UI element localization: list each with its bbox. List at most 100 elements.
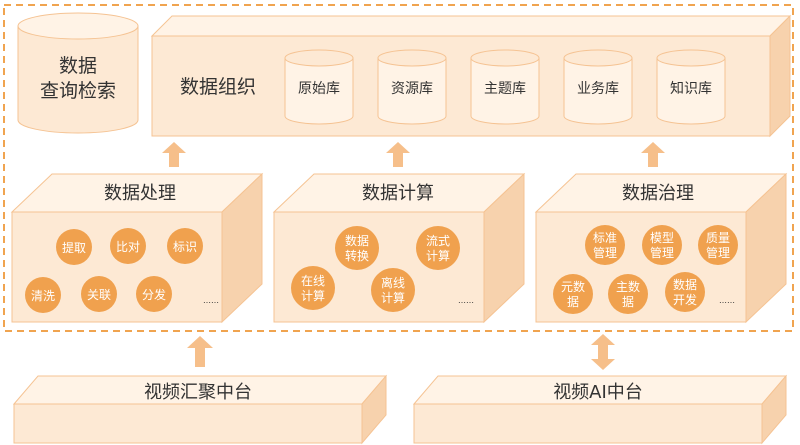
bubble-label-l2: 据 bbox=[567, 295, 579, 309]
processing-title: 数据处理 bbox=[104, 183, 176, 204]
bubble-label: 清洗 bbox=[31, 289, 55, 303]
bubble-circle bbox=[585, 225, 625, 265]
store-label: 业务库 bbox=[577, 81, 619, 97]
gov-bubble-development[interactable]: 数据 开发 bbox=[665, 272, 705, 312]
org-title: 数据组织 bbox=[180, 76, 256, 98]
bubble-label-l2: 开发 bbox=[673, 292, 697, 307]
bubble-label: 关联 bbox=[87, 288, 111, 302]
bubble-label-l1: 质量 bbox=[706, 231, 730, 245]
video-ai-label: 视频AI中台 bbox=[553, 382, 643, 403]
bubble-label-l2: 管理 bbox=[650, 245, 674, 260]
proc-bubble-associate[interactable]: 关联 bbox=[81, 276, 117, 312]
cylinder-body bbox=[17, 25, 139, 134]
computing-title: 数据计算 bbox=[362, 183, 434, 204]
store-body bbox=[656, 57, 726, 125]
bubble-circle bbox=[416, 226, 460, 270]
store-label: 资源库 bbox=[391, 81, 433, 97]
gov-bubble-standard[interactable]: 标准 管理 bbox=[585, 225, 625, 265]
bubble-circle bbox=[553, 274, 593, 314]
arrow-head-up bbox=[591, 334, 615, 345]
gov-bubble-metadata[interactable]: 元数 据 bbox=[553, 274, 593, 314]
bubble-label-l1: 标准 bbox=[593, 231, 617, 245]
comp-bubble-streaming[interactable]: 流式 计算 bbox=[416, 226, 460, 270]
comp-bubble-online[interactable]: 在线 计算 bbox=[291, 266, 335, 310]
bubble-label-l1: 离线 bbox=[381, 275, 405, 290]
slab-face bbox=[13, 403, 363, 444]
bubble-label-l2: 转换 bbox=[345, 248, 369, 263]
cylinder-top bbox=[17, 12, 139, 40]
gov-bubble-model[interactable]: 模型 管理 bbox=[642, 225, 682, 265]
arrow-bidirectional-ai bbox=[591, 334, 615, 370]
video-ai-platform[interactable]: 视频AI中台 bbox=[412, 374, 788, 445]
bubble-label-l1: 主数 bbox=[616, 279, 640, 294]
arrow-up-governance bbox=[641, 142, 665, 167]
governance-ellipsis: …… bbox=[719, 296, 735, 305]
proc-bubble-extract[interactable]: 提取 bbox=[56, 229, 92, 265]
store-cylinder-raw[interactable]: 原始库 bbox=[284, 49, 354, 125]
bubble-label-l1: 流式 bbox=[426, 234, 450, 248]
arrow-head-down bbox=[591, 359, 615, 370]
store-top bbox=[656, 49, 726, 67]
bubble-label-l2: 计算 bbox=[426, 248, 450, 263]
store-top bbox=[470, 49, 540, 67]
search-label-line1: 数据 bbox=[59, 55, 97, 77]
store-body bbox=[377, 57, 447, 125]
store-body bbox=[563, 57, 633, 125]
governance-title: 数据治理 bbox=[622, 183, 694, 204]
gov-bubble-masterdata[interactable]: 主数 据 bbox=[608, 274, 648, 314]
query-search-cylinder[interactable]: 数据 查询检索 bbox=[17, 12, 139, 134]
processing-ellipsis: …… bbox=[203, 296, 219, 305]
store-cylinder-knowledge[interactable]: 知识库 bbox=[656, 49, 726, 125]
bubble-label-l2: 计算 bbox=[301, 288, 325, 303]
store-top bbox=[377, 49, 447, 67]
store-body bbox=[470, 57, 540, 125]
bubble-label: 提取 bbox=[62, 240, 86, 255]
bubble-circle bbox=[665, 272, 705, 312]
bubble-label-l1: 数据 bbox=[673, 277, 697, 292]
store-cylinder-business[interactable]: 业务库 bbox=[563, 49, 633, 125]
proc-bubble-identify[interactable]: 标识 bbox=[167, 228, 203, 264]
arrow-shaft bbox=[598, 345, 608, 359]
bubble-circle bbox=[608, 274, 648, 314]
gov-bubble-quality[interactable]: 质量 管理 bbox=[698, 225, 738, 265]
bubble-label: 分发 bbox=[142, 287, 166, 302]
bubble-circle bbox=[698, 225, 738, 265]
store-label: 知识库 bbox=[670, 80, 712, 97]
bubble-label-l2: 计算 bbox=[381, 290, 405, 305]
store-label: 主题库 bbox=[484, 81, 526, 97]
bubble-circle bbox=[371, 268, 415, 312]
bubble-label-l2: 管理 bbox=[593, 245, 617, 260]
platform-boundary bbox=[3, 4, 794, 332]
proc-bubble-distribute[interactable]: 分发 bbox=[136, 276, 172, 312]
slab-face bbox=[413, 403, 763, 444]
bubble-circle bbox=[81, 276, 117, 312]
video-aggregation-platform[interactable]: 视频汇聚中台 bbox=[12, 374, 388, 445]
store-cylinder-theme[interactable]: 主题库 bbox=[470, 49, 540, 125]
bubble-label-l1: 在线 bbox=[301, 274, 325, 288]
proc-bubble-compare[interactable]: 比对 bbox=[110, 228, 146, 264]
proc-bubble-clean[interactable]: 清洗 bbox=[25, 277, 61, 313]
comp-bubble-offline[interactable]: 离线 计算 bbox=[371, 268, 415, 312]
arrow-up-computing bbox=[386, 142, 410, 167]
comp-bubble-transform[interactable]: 数据 转换 bbox=[335, 226, 379, 270]
bubble-circle bbox=[56, 229, 92, 265]
bubble-circle bbox=[25, 277, 61, 313]
video-aggregation-label: 视频汇聚中台 bbox=[144, 382, 252, 403]
bubble-label-l1: 元数 bbox=[561, 279, 585, 294]
bubble-label-l2: 管理 bbox=[706, 245, 730, 260]
store-body bbox=[284, 57, 354, 125]
arrow-up-processing bbox=[162, 142, 186, 167]
data-processing-box[interactable]: 数据处理 bbox=[10, 172, 264, 324]
bubble-circle bbox=[110, 228, 146, 264]
store-top bbox=[284, 49, 354, 67]
bubble-label-l2: 据 bbox=[622, 295, 634, 309]
store-top bbox=[563, 49, 633, 67]
bubble-circle bbox=[167, 228, 203, 264]
org-box-top bbox=[150, 15, 792, 37]
bubble-label-l1: 数据 bbox=[345, 233, 369, 248]
computing-ellipsis: …… bbox=[458, 296, 474, 305]
bubble-label: 标识 bbox=[173, 240, 197, 254]
bubble-circle bbox=[136, 276, 172, 312]
store-cylinder-resource[interactable]: 资源库 bbox=[377, 49, 447, 125]
arrow-up-from-aggregation bbox=[187, 336, 213, 367]
